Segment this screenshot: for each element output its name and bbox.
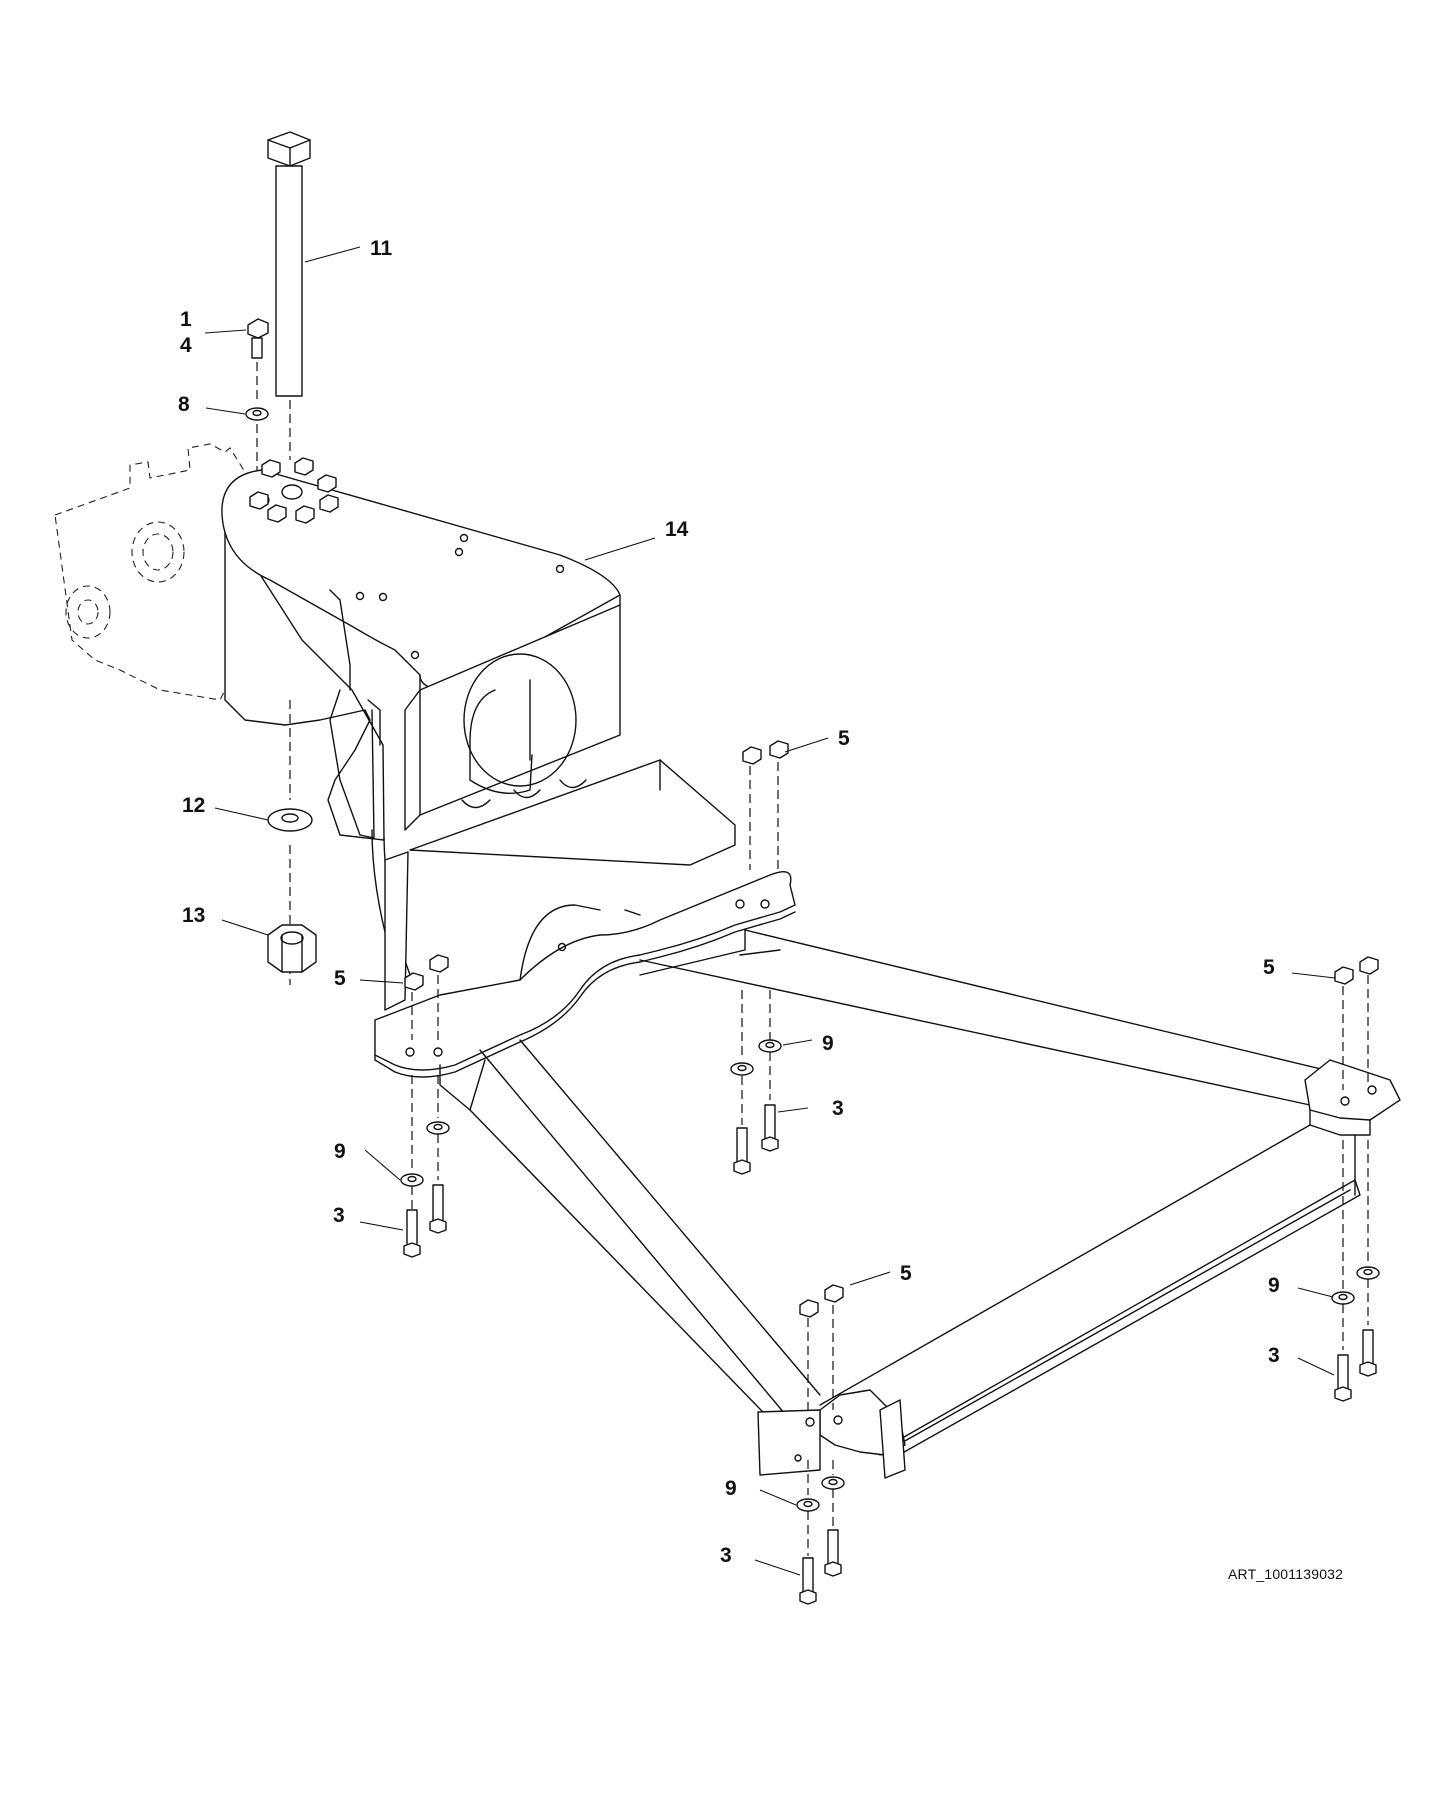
- leader-lines: [204, 246, 1336, 1576]
- callout-8: 8: [178, 393, 190, 416]
- callout-9-front: 9: [725, 1477, 737, 1500]
- callout-9-middle: 9: [822, 1032, 834, 1055]
- callout-3-front: 3: [720, 1544, 732, 1567]
- saddle-channel: [384, 759, 736, 1011]
- callout-5-right: 5: [1263, 956, 1275, 979]
- fastener-stack-front: [796, 1284, 845, 1605]
- callout-12: 12: [182, 794, 205, 817]
- callout-4: 4: [180, 334, 192, 357]
- callout-5-upper: 5: [838, 727, 850, 750]
- fastener-stack-upper-middle: [730, 740, 789, 1175]
- callout-3-middle: 3: [832, 1097, 844, 1120]
- callout-labels: 11 1 4 8 14 12 13 5 5 5 5 9 9 9 9 3 3 3 …: [178, 237, 1280, 1567]
- callout-3-right: 3: [1268, 1344, 1280, 1367]
- callout-3-left: 3: [333, 1204, 345, 1227]
- washer-item-12: [267, 808, 313, 832]
- callout-11: 11: [370, 237, 393, 260]
- a-frame-tubes: [439, 929, 1401, 1479]
- small-bolt-item-1-4: [245, 318, 269, 470]
- callout-13: 13: [182, 904, 205, 927]
- callout-9-right: 9: [1268, 1274, 1280, 1297]
- art-reference-number: ART_1001139032: [1228, 1566, 1344, 1582]
- callout-5-front: 5: [900, 1262, 912, 1285]
- nut-item-13: [267, 924, 317, 973]
- top-nut-cluster: [249, 457, 339, 524]
- callout-5-left: 5: [334, 967, 346, 990]
- long-bolt-item-11: [267, 131, 311, 985]
- pivot-bracket-weldment: [221, 457, 621, 986]
- callout-9-left: 9: [334, 1140, 346, 1163]
- fastener-stack-left: [400, 954, 450, 1258]
- fastener-stack-right: [1331, 956, 1380, 1402]
- callout-14: 14: [665, 518, 689, 541]
- upper-mounting-plate: [374, 871, 796, 1078]
- callout-1: 1: [180, 308, 192, 331]
